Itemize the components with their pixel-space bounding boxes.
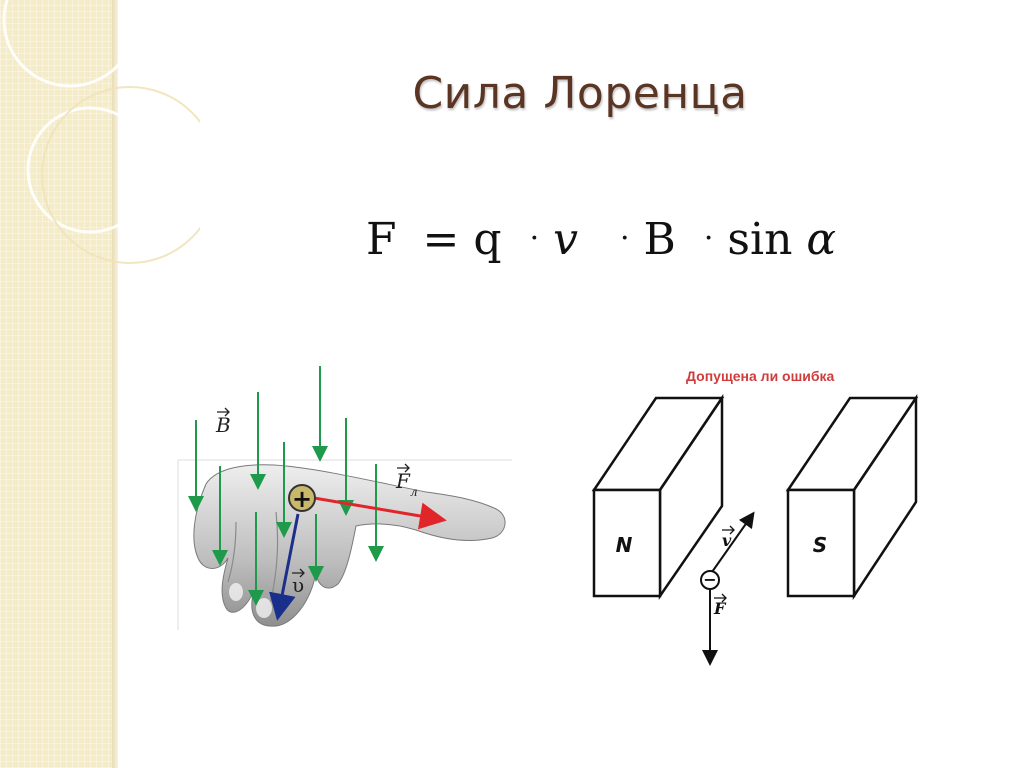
formula-equals: = [422, 214, 460, 265]
formula-dot-2: · [619, 221, 630, 256]
vector-bar-icon [292, 568, 305, 578]
velocity-arrow [711, 511, 755, 573]
formula-field: B [643, 214, 676, 265]
magnet-s-label: S [813, 533, 827, 557]
magnets-caption: Допущена ли ошибка [686, 368, 835, 384]
formula-dot-3: · [703, 221, 714, 256]
magnet-s [785, 393, 919, 601]
magnet-n-label: N [616, 533, 633, 557]
formula-charge: q [473, 214, 502, 265]
formula-sin: sin [727, 214, 793, 265]
decorative-rings [2, 0, 200, 264]
decorative-ring-top [2, 0, 138, 88]
force-f-label: F [713, 599, 727, 618]
vector-bar-icon [217, 407, 230, 417]
hand-shape [193, 464, 506, 627]
lorentz-force-arrow [313, 496, 447, 530]
slide-title: Сила Лоренца [412, 68, 748, 119]
force-f-label: F [395, 469, 411, 493]
left-hand-rule-figure: + B F л υ [177, 366, 512, 630]
velocity-label: υ [292, 573, 304, 597]
vector-bar-icon [714, 593, 727, 603]
force-subscript-label: л [410, 485, 418, 499]
negative-charge-icon [700, 570, 720, 590]
field-b-label: B [215, 413, 231, 437]
magnetic-field-arrows [188, 366, 384, 606]
magnet-n [591, 393, 725, 601]
negative-charge-sign: − [703, 570, 716, 589]
magnets-figure: N S − v F [591, 393, 919, 666]
decorative-ring-outer [41, 86, 200, 264]
formula-force: F [366, 214, 397, 265]
velocity-v-label: v [722, 531, 732, 550]
positive-charge-icon [288, 484, 316, 512]
lorentz-formula: F = q · v · B · sin α [366, 214, 836, 265]
formula-velocity: v [553, 214, 578, 265]
formula-alpha: α [806, 214, 837, 265]
velocity-arrow [269, 513, 300, 621]
charge-sign-label: + [292, 485, 312, 513]
decorative-band-edge [112, 0, 118, 768]
vector-bar-icon [722, 525, 735, 535]
formula-dot-1: · [529, 221, 540, 256]
decorative-ring-middle [26, 106, 154, 234]
vector-bar-icon [397, 463, 410, 473]
